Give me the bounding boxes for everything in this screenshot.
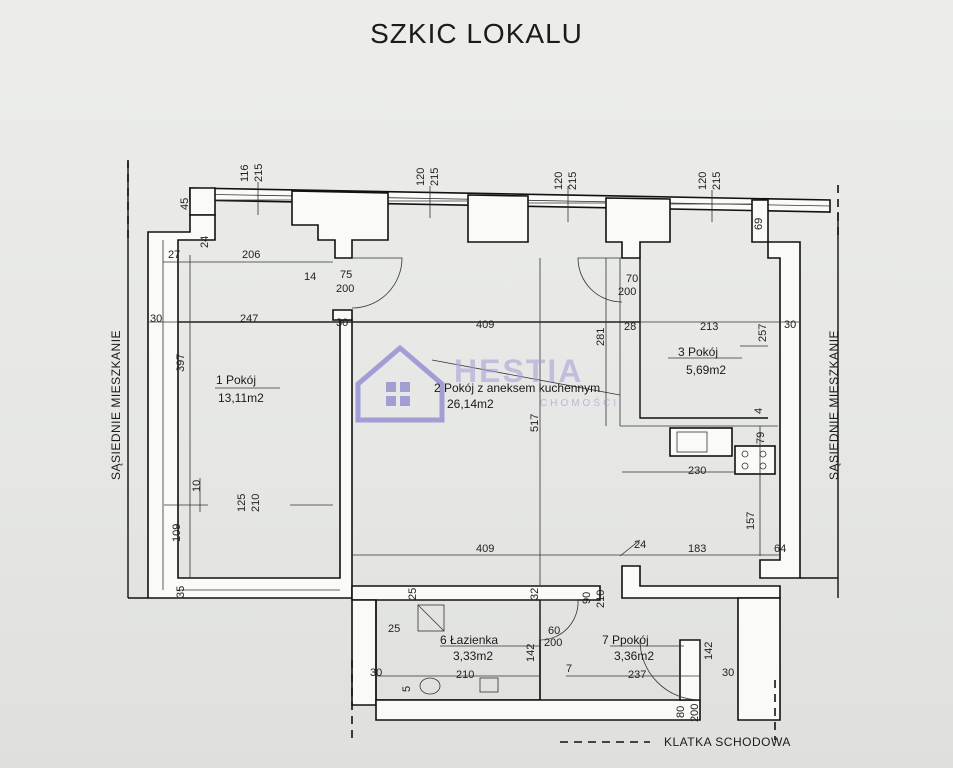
door-swing-3 xyxy=(539,599,579,641)
room6-name: 6 Łazienka xyxy=(440,633,498,647)
dim-230: 230 xyxy=(688,465,706,477)
window-2-bottom: 215 xyxy=(429,168,441,186)
door-swing-1 xyxy=(351,257,403,309)
dim-4: 4 xyxy=(753,408,765,414)
dim-397: 397 xyxy=(175,354,187,372)
door-4-width: 90 xyxy=(581,592,593,604)
dim-28: 28 xyxy=(624,321,636,333)
door-6-height: 200 xyxy=(689,704,701,722)
door-5-height: 200 xyxy=(544,637,562,649)
dim-24-bottom: 24 xyxy=(634,539,646,551)
shower-icon xyxy=(417,604,445,632)
neighbor-right-label: SĄSIEDNIE MIESZKANIE xyxy=(827,330,841,480)
dim-183: 183 xyxy=(688,543,706,555)
dim-45: 45 xyxy=(179,198,191,210)
dim-24: 24 xyxy=(199,236,211,248)
sink-basin-icon xyxy=(676,431,708,453)
room1-area: 13,11m2 xyxy=(218,391,264,405)
neighbor-left-label: SĄSIEDNIE MIESZKANIE xyxy=(109,330,123,480)
washbasin-icon xyxy=(479,677,499,693)
room3-wall xyxy=(639,258,768,419)
dim-142-left: 142 xyxy=(525,644,537,662)
door-3-width: 125 xyxy=(236,494,248,512)
dim-213: 213 xyxy=(700,321,718,333)
dim-247: 247 xyxy=(240,313,258,325)
door-2-height: 200 xyxy=(618,286,636,298)
room2-name: 2 Pokój z aneksem kuchennym xyxy=(434,381,600,395)
dim-25-top: 25 xyxy=(407,588,419,600)
dim-30-mid: 30 xyxy=(336,317,348,329)
watermark-main: HESTIA xyxy=(454,353,583,389)
dim-69: 69 xyxy=(753,218,765,230)
dim-237: 237 xyxy=(628,669,646,681)
dim-30-right: 30 xyxy=(784,319,796,331)
right-lower-wall xyxy=(737,597,781,721)
watermark-logo xyxy=(355,344,445,423)
dim-257: 257 xyxy=(757,324,769,342)
window-4-top: 120 xyxy=(697,172,709,190)
sketch-title: SZKIC LOKALU xyxy=(370,18,583,49)
window-2-top: 120 xyxy=(415,168,427,186)
window-4-bottom: 215 xyxy=(711,172,723,190)
room2-area: 26,14m2 xyxy=(447,397,494,411)
pillar-3 xyxy=(467,194,529,243)
dim-157: 157 xyxy=(745,512,757,530)
dim-109: 109 xyxy=(171,524,183,542)
house-icon xyxy=(355,344,445,423)
dim-10: 10 xyxy=(191,480,203,492)
dim-281: 281 xyxy=(595,328,607,346)
door-1-height: 200 xyxy=(336,283,354,295)
room3-name: 3 Pokój xyxy=(678,345,718,359)
pillar-4 xyxy=(605,197,671,259)
window-3-top: 120 xyxy=(553,172,565,190)
dim-206: 206 xyxy=(242,249,260,261)
dim-409-top: 409 xyxy=(476,319,494,331)
pillar-1 xyxy=(189,187,216,216)
burner-icon xyxy=(741,450,749,458)
dim-79: 79 xyxy=(755,432,767,444)
door-swing-4 xyxy=(639,639,701,701)
dim-64: 64 xyxy=(774,543,786,555)
dim-5: 5 xyxy=(401,686,413,692)
dim-517: 517 xyxy=(529,414,541,432)
window-1-top: 116 xyxy=(239,164,251,182)
dim-7: 7 xyxy=(566,663,572,675)
toilet-icon xyxy=(419,677,441,695)
dim-32: 32 xyxy=(529,588,541,600)
dim-35: 35 xyxy=(175,586,187,598)
dim-14: 14 xyxy=(304,271,316,283)
dim-30-left: 30 xyxy=(150,313,162,325)
door-1-width: 75 xyxy=(340,269,352,281)
dim-30-hall: 30 xyxy=(722,667,734,679)
bottom-wall xyxy=(375,699,701,721)
sink xyxy=(669,427,733,457)
door-3-height: 210 xyxy=(250,494,262,512)
room7-area: 3,36m2 xyxy=(614,649,654,663)
dim-142-right: 142 xyxy=(703,642,715,660)
room1-name: 1 Pokój xyxy=(216,373,256,387)
door-6-width: 80 xyxy=(675,706,687,718)
dim-27: 27 xyxy=(168,249,180,261)
door-swing-2 xyxy=(577,257,623,303)
watermark-sub: CHOMOŚCI xyxy=(540,396,619,409)
room3-area: 5,69m2 xyxy=(686,363,726,377)
bottom-wall-main xyxy=(351,585,601,601)
stairwell-label: KLATKA SCHODOWA xyxy=(664,735,791,749)
dim-210: 210 xyxy=(456,669,474,681)
stove xyxy=(734,445,776,475)
pillar-2 xyxy=(291,190,389,259)
dim-25-left: 25 xyxy=(388,623,400,635)
dim-30-bath: 30 xyxy=(370,667,382,679)
right-wall xyxy=(759,241,801,579)
window-1-bottom: 215 xyxy=(253,164,265,182)
window-3-bottom: 215 xyxy=(567,172,579,190)
dim-409-bottom: 409 xyxy=(476,543,494,555)
room6-area: 3,33m2 xyxy=(453,649,493,663)
room7-name: 7 Ppokój xyxy=(602,633,649,647)
door-2-width: 70 xyxy=(626,273,638,285)
door-5-width: 60 xyxy=(548,625,560,637)
door-4-height: 210 xyxy=(595,590,607,608)
